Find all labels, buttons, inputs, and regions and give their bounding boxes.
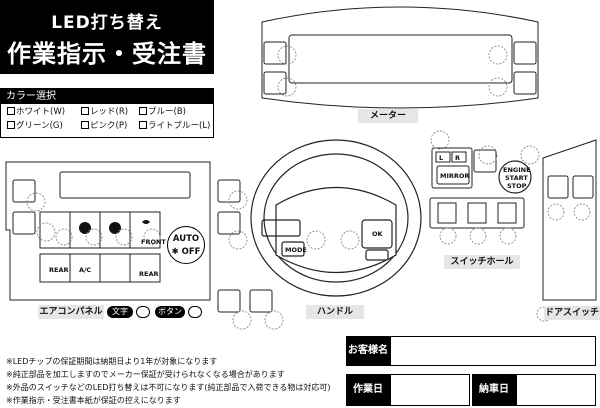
checkbox-icon[interactable] bbox=[139, 121, 147, 129]
meter-cluster bbox=[261, 6, 539, 109]
door-switch-panel bbox=[542, 139, 597, 301]
switch-led-markers bbox=[430, 130, 540, 245]
title-line1: LED打ち替え bbox=[51, 13, 163, 33]
door-switch-label: ドアスイッチ bbox=[544, 306, 600, 320]
checkbox-icon[interactable] bbox=[7, 121, 15, 129]
legend-text-swatch bbox=[136, 306, 150, 318]
legend-text-pill: 文字 bbox=[107, 306, 133, 318]
note-2: ※純正部品を加工しますのでメーカー保証が受けられなくなる場合があります bbox=[6, 370, 285, 379]
engine-start-button bbox=[498, 160, 532, 194]
meter-led-markers bbox=[277, 45, 508, 97]
title-block: LED打ち替え 作業指示・受注書 bbox=[0, 0, 214, 74]
mode-label: MODE bbox=[285, 246, 307, 254]
switch-hole-label: スイッチホール bbox=[444, 255, 520, 269]
customer-name-field[interactable] bbox=[390, 336, 596, 366]
aircon-panel bbox=[5, 161, 211, 301]
checkbox-icon[interactable] bbox=[139, 107, 147, 115]
mirror-label: MIRROR bbox=[440, 172, 470, 180]
checkbox-icon[interactable] bbox=[81, 121, 89, 129]
checkbox-icon[interactable] bbox=[81, 107, 89, 115]
legend-button-pill: ボタン bbox=[155, 306, 185, 318]
meter-label: メーター bbox=[358, 109, 418, 123]
auto-label: AUTO bbox=[172, 234, 200, 244]
color-option-green[interactable]: グリーン(G) bbox=[7, 121, 63, 132]
left-switch-blocks bbox=[217, 179, 273, 313]
rear2-label: REAR bbox=[139, 270, 159, 278]
auto-off-button[interactable]: AUTO ✱ OFF bbox=[167, 226, 205, 264]
color-option-white[interactable]: ホワイト(W) bbox=[7, 107, 65, 118]
l-label: L bbox=[439, 154, 444, 162]
handle-label: ハンドル bbox=[306, 305, 364, 319]
steering-wheel bbox=[250, 139, 422, 297]
customer-name-label: お客様名 bbox=[346, 336, 390, 366]
work-date-label: 作業日 bbox=[346, 374, 390, 406]
legend-button-swatch bbox=[188, 306, 202, 318]
aircon-led-markers bbox=[26, 192, 161, 246]
work-date-field[interactable] bbox=[390, 374, 470, 406]
stop-label: STOP bbox=[507, 182, 527, 190]
color-option-blue[interactable]: ブルー(B) bbox=[139, 107, 186, 118]
r-label: R bbox=[455, 154, 461, 162]
fan-icons bbox=[79, 220, 150, 234]
steering-led-markers bbox=[306, 230, 360, 250]
aircon-label: エアコンパネル bbox=[38, 305, 104, 319]
note-1: ※LEDチップの保証期間は納期日より1年が対象になります bbox=[6, 357, 218, 366]
delivery-date-field[interactable] bbox=[516, 374, 596, 406]
color-option-red[interactable]: レッド(R) bbox=[81, 107, 128, 118]
note-3: ※外品のスイッチなどのLED打ち替えは不可になります(純正部品で入荷できる物は対… bbox=[6, 383, 331, 392]
front-label: FRONT bbox=[141, 238, 166, 246]
note-4: ※作業指示・受注書本紙が保証の控えになります bbox=[6, 396, 181, 405]
ok-label: OK bbox=[372, 230, 383, 238]
ac-label: A/C bbox=[79, 266, 92, 274]
color-option-lightblue[interactable]: ライトブルー(L) bbox=[139, 121, 210, 132]
off-label: ✱ OFF bbox=[171, 247, 201, 257]
color-option-pink[interactable]: ピンク(P) bbox=[81, 121, 127, 132]
checkbox-icon[interactable] bbox=[7, 107, 15, 115]
title-line2: 作業指示・受注書 bbox=[7, 40, 207, 68]
delivery-date-label: 納車日 bbox=[472, 374, 516, 406]
color-selection: カラー選択 ホワイト(W) レッド(R) ブルー(B) グリーン(G) ピンク(… bbox=[0, 88, 214, 138]
left-switch-led-markers bbox=[228, 190, 284, 330]
color-selection-header: カラー選択 bbox=[1, 89, 213, 104]
rear-label: REAR bbox=[49, 266, 69, 274]
start-label: START bbox=[505, 174, 528, 182]
engine-label: ENGINE bbox=[503, 166, 531, 174]
